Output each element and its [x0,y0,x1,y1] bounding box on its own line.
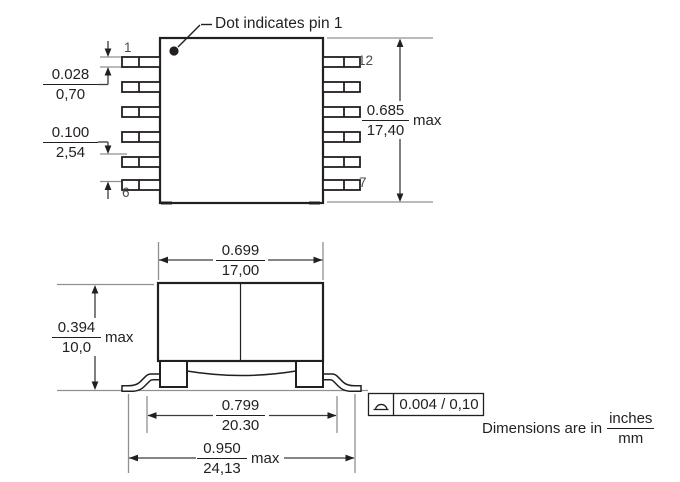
dim-lead-pitch-in: 0.100 [43,125,98,143]
top-view-dimension-lines [97,41,401,199]
top-view-arrowheads [104,38,404,202]
pin1-note: Dot indicates pin 1 [215,15,343,32]
side-view [57,242,485,473]
dim-body-length-in: 0.685 [362,103,409,121]
arrow-up-pitch-bottom [104,181,112,190]
arrow-left-body-width [159,256,168,264]
arrow-down-pitch-top [104,145,112,154]
units-note: Dimensions are in inches mm [482,410,655,447]
dim-lead-pitch-mm: 2,54 [55,144,86,161]
pin-label-6: 6 [122,185,130,200]
pin-1-dot [169,46,179,56]
pin-label-12: 12 [358,53,374,68]
arrow-left-overall [129,454,138,462]
arrow-down-body-length-bottom [396,193,404,202]
flatness-callout-value: 0.004 / 0,10 [399,396,479,413]
dim-body-width: 0.699 17,00 [216,243,265,278]
pin-label-7: 7 [359,175,367,190]
mold-mark-left [161,201,172,205]
arrow-left-lead-span [147,412,157,419]
arrow-down-lead-width-top [104,48,112,57]
dim-body-width-in: 0.699 [216,243,265,261]
dim-body-length: 0.685 17,40 max [362,103,442,139]
right-gullwing-lead [322,373,362,393]
arrow-up-height [91,285,99,294]
dim-lead-width-mm: 0,70 [55,86,86,103]
dim-body-length-suffix: max [413,112,442,129]
package-body-outline [158,36,325,205]
top-view-extension-lines [100,37,433,203]
dim-lead-pitch: 0.100 2,54 [43,125,98,160]
flatness-callout-frame [367,392,485,417]
units-inches: inches [607,410,655,429]
dim-overall: 0.950 24,13 max [197,441,280,477]
dim-lead-span-in: 0.799 [216,398,265,416]
dim-height-mm: 10,0 [61,339,92,356]
arrow-right-body-width [313,256,323,264]
left-gullwing-lead [121,373,161,393]
units-mm: mm [618,430,644,447]
bottom-sag-line [186,370,297,377]
arrow-right-overall [345,454,355,462]
dim-lead-width: 0.028 0,70 [43,67,98,102]
right-standoff-foot [295,360,324,388]
seating-plane-flatness-icon [373,403,389,411]
arrow-down-height [91,381,99,390]
dim-lead-span-mm: 20.30 [221,417,260,434]
dim-height-in: 0.394 [52,320,101,338]
left-pins [121,56,161,191]
side-view-arrowheads [91,256,355,462]
dim-overall-in: 0.950 [197,441,247,459]
pin-1-leader-line [177,23,212,48]
top-view [97,23,433,205]
dim-lead-span: 0.799 20.30 [216,398,265,433]
pin-label-1: 1 [124,40,132,55]
dim-overall-mm: 24,13 [203,460,241,477]
mold-mark-right [309,201,320,205]
dim-height: 0.394 10,0 max [52,320,134,356]
dim-overall-suffix: max [251,450,280,467]
side-view-extension-lines [57,242,368,473]
left-standoff-foot [159,360,188,388]
units-note-prefix: Dimensions are in [482,420,603,437]
right-pins [322,56,361,191]
arrow-up-body-length-top [396,38,404,47]
dim-body-length-mm: 17,40 [366,122,405,139]
dim-lead-width-in: 0.028 [43,67,98,85]
dim-height-suffix: max [105,329,134,346]
arrow-right-lead-span [327,412,337,419]
dim-body-width-mm: 17,00 [221,262,260,279]
arrow-up-lead-width-bottom [104,67,112,76]
